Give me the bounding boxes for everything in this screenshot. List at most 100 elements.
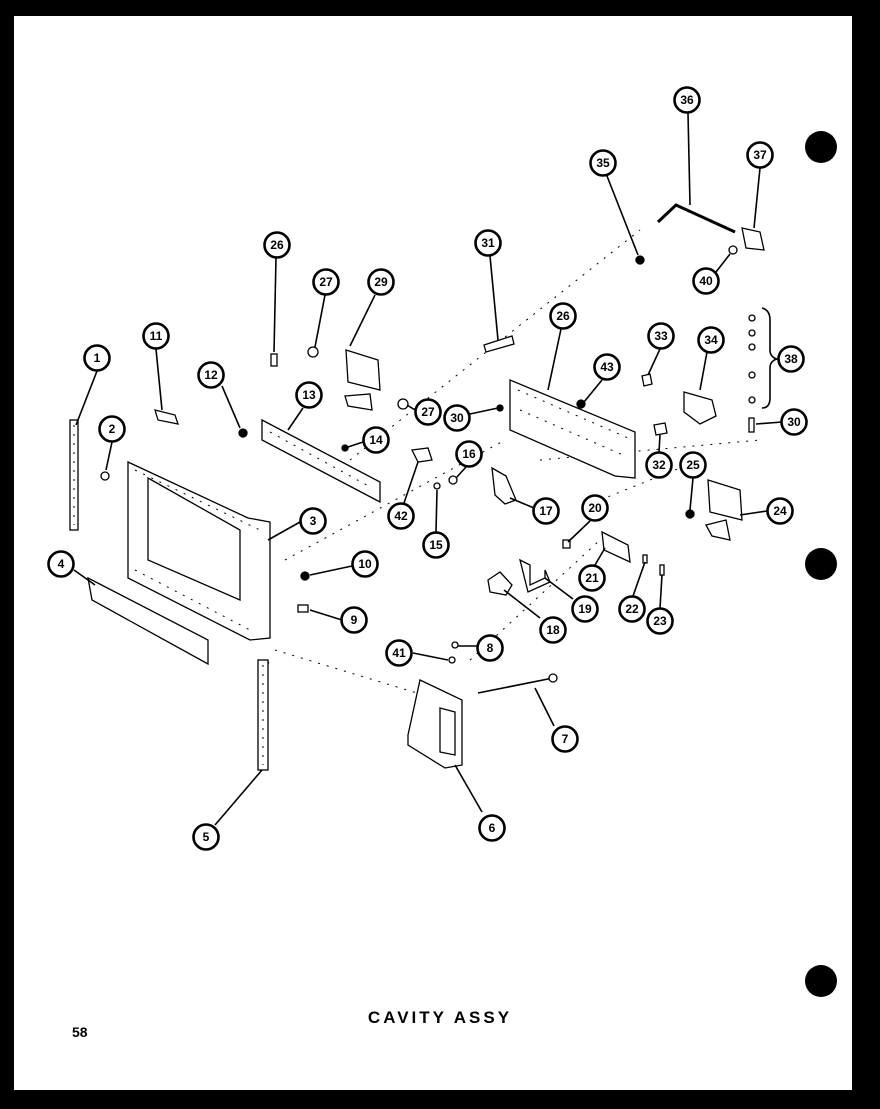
- svg-text:2: 2: [109, 422, 116, 436]
- callout-30-right: 30: [780, 408, 808, 436]
- svg-text:15: 15: [429, 538, 443, 552]
- callout-10: 10: [351, 550, 379, 578]
- part-13-top-rail: [261, 418, 381, 504]
- binder-hole-bottom: [805, 965, 837, 997]
- part-10-nut: [300, 571, 310, 581]
- svg-text:7: 7: [562, 732, 569, 746]
- callout-21: 21: [578, 564, 606, 592]
- part-6-bracket: [407, 679, 463, 769]
- part-9-clip: [297, 604, 309, 613]
- part-17-bracket: [491, 466, 517, 505]
- callout-34: 34: [697, 326, 725, 354]
- svg-text:35: 35: [596, 156, 610, 170]
- part-2-screw: [100, 471, 110, 481]
- svg-text:19: 19: [578, 602, 592, 616]
- svg-text:1: 1: [94, 351, 101, 365]
- callout-1: 1: [83, 344, 111, 372]
- part-43-screw: [576, 399, 586, 409]
- part-40-washer: [728, 245, 738, 255]
- svg-text:23: 23: [653, 614, 667, 628]
- callout-23: 23: [646, 607, 674, 635]
- callout-7: 7: [551, 725, 579, 753]
- callout-38: 38: [777, 345, 805, 373]
- svg-text:14: 14: [369, 433, 383, 447]
- callout-2: 2: [98, 415, 126, 443]
- callout-41: 41: [385, 639, 413, 667]
- part-26-pin: [270, 353, 278, 367]
- callout-37: 37: [746, 141, 774, 169]
- callout-16: 16: [455, 440, 483, 468]
- svg-text:30: 30: [787, 415, 801, 429]
- svg-text:37: 37: [753, 148, 767, 162]
- svg-text:16: 16: [462, 447, 476, 461]
- callout-43: 43: [593, 353, 621, 381]
- callout-5: 5: [192, 823, 220, 851]
- part-18-latch: [487, 571, 513, 596]
- svg-text:24: 24: [773, 504, 787, 518]
- svg-text:10: 10: [358, 557, 372, 571]
- svg-text:29: 29: [374, 275, 388, 289]
- part-7-rod: [477, 673, 558, 694]
- svg-text:38: 38: [784, 352, 798, 366]
- leader-lines: [73, 112, 783, 826]
- svg-text:32: 32: [652, 458, 666, 472]
- svg-text:42: 42: [394, 509, 408, 523]
- part-19-handle: [519, 558, 551, 593]
- part-16-washer: [448, 475, 458, 485]
- callout-26-right: 26: [549, 302, 577, 330]
- part-5-vertical-strip: [257, 659, 269, 771]
- svg-text:9: 9: [351, 613, 358, 627]
- svg-text:36: 36: [680, 93, 694, 107]
- svg-text:26: 26: [270, 238, 284, 252]
- svg-text:6: 6: [489, 821, 496, 835]
- part-31-pin: [483, 335, 515, 353]
- callout-19: 19: [571, 595, 599, 623]
- callout-25: 25: [679, 451, 707, 479]
- svg-text:3: 3: [310, 514, 317, 528]
- svg-text:27: 27: [421, 405, 435, 419]
- callout-9: 9: [340, 606, 368, 634]
- part-35-screw: [635, 255, 645, 265]
- part-37-gasket: [741, 227, 765, 251]
- svg-text:40: 40: [699, 274, 713, 288]
- svg-text:21: 21: [585, 571, 599, 585]
- svg-text:4: 4: [58, 557, 65, 571]
- svg-text:5: 5: [203, 830, 210, 844]
- svg-text:12: 12: [204, 368, 218, 382]
- svg-text:25: 25: [686, 458, 700, 472]
- part-20-clip: [562, 539, 571, 549]
- callout-20: 20: [581, 494, 609, 522]
- part-32-spacer: [653, 422, 668, 436]
- part-41-screw: [448, 656, 456, 664]
- svg-text:43: 43: [600, 360, 614, 374]
- callout-27-lower: 27: [414, 398, 442, 426]
- part-4-bottom-rail: [87, 576, 209, 666]
- svg-text:13: 13: [302, 388, 316, 402]
- binder-hole-middle: [805, 548, 837, 580]
- part-27-washer-lower: [397, 398, 409, 410]
- callout-40: 40: [692, 267, 720, 295]
- callout-24: 24: [766, 497, 794, 525]
- svg-text:22: 22: [625, 602, 639, 616]
- svg-text:27: 27: [319, 275, 333, 289]
- part-29-hinge: [344, 349, 381, 411]
- part-34-thermostat: [683, 391, 717, 425]
- callout-35: 35: [589, 149, 617, 177]
- callout-11: 11: [142, 322, 170, 350]
- part-24-hinge: [705, 479, 743, 541]
- part-11-bracket: [154, 409, 179, 425]
- callout-36: 36: [673, 86, 701, 114]
- callout-3: 3: [299, 507, 327, 535]
- callout-13: 13: [295, 381, 323, 409]
- part-8-pin: [451, 641, 459, 649]
- callout-26-left: 26: [263, 231, 291, 259]
- callout-15: 15: [422, 531, 450, 559]
- part-27-washer-upper: [307, 346, 319, 358]
- part-14-screw: [341, 444, 349, 452]
- part-25-nut: [685, 509, 695, 519]
- callout-17: 17: [532, 497, 560, 525]
- part-12-nut: [238, 428, 248, 438]
- callout-14: 14: [362, 426, 390, 454]
- part-42-bracket: [411, 447, 433, 463]
